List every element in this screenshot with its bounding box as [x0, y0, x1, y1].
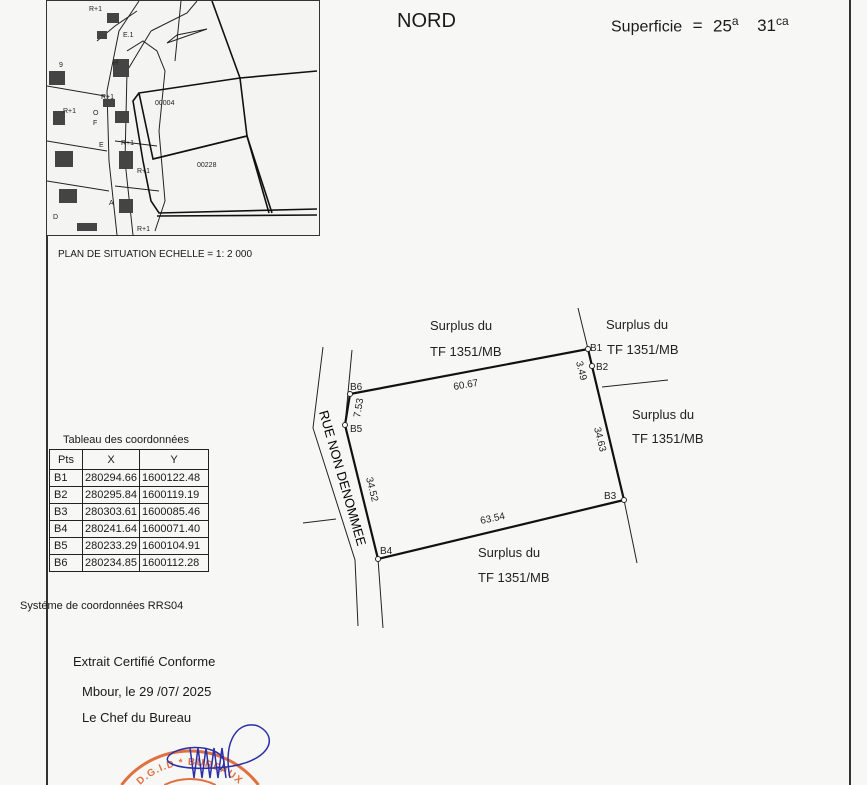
signature [166, 724, 270, 779]
page-border-left [46, 0, 48, 785]
coordinates-table-title: Tableau des coordonnées [63, 434, 189, 446]
neighbor-east-line2: TF 1351/MB [632, 431, 704, 446]
length-b1-b2: 3.49 [573, 360, 588, 382]
inset-label: A [109, 200, 114, 207]
cell-y: 1600122.48 [139, 469, 209, 487]
neighbor-south-line1: Surplus du [478, 545, 540, 560]
point-b2-marker [589, 363, 595, 369]
certification-place-date: Mbour, le 29 /07/ 2025 [82, 684, 212, 699]
column-header: X [82, 449, 140, 470]
column-header: Pts [49, 449, 83, 470]
point-b5-marker [342, 422, 348, 428]
neighbor-line [623, 499, 638, 564]
cell-x: 280241.64 [82, 520, 140, 538]
coordinate-system: Systéme de coordonnées RRS04 [20, 600, 184, 612]
neighbor-line [577, 307, 589, 350]
inset-label: E.1 [123, 32, 134, 39]
neighbor-northeast-line1: Surplus du [606, 317, 668, 332]
north-label: NORD [397, 10, 456, 32]
area-centiares: 31 [757, 16, 776, 36]
area-equals: = [692, 16, 703, 36]
point-b6-marker [347, 391, 353, 397]
cell-x: 280295.84 [82, 486, 140, 504]
certification-title: Extrait Certifié Conforme [73, 654, 216, 669]
length-b6-b1: 60.67 [453, 378, 480, 393]
cell-point: B5 [49, 537, 83, 555]
inset-parcel-label: 00228 [197, 162, 217, 169]
cell-y: 1600119.19 [139, 486, 209, 504]
area-centiares-unit: ca [775, 14, 789, 28]
road-edge-left [312, 346, 359, 627]
inset-label: R+1 [101, 94, 114, 101]
point-b3-marker [621, 497, 627, 503]
length-b2-b3: 34.63 [591, 426, 608, 453]
inset-label: H [113, 60, 118, 67]
inset-parcel-label: 00004 [155, 100, 175, 107]
point-b1-marker [585, 346, 591, 352]
cell-y: 1600112.28 [139, 554, 209, 572]
length-b4-b5: 34.52 [363, 476, 380, 503]
neighbor-east-line1: Surplus du [632, 407, 694, 422]
cell-y: 1600071.40 [139, 520, 209, 538]
length-b5-b6: 7.53 [352, 397, 366, 419]
cell-x: 280234.85 [82, 554, 140, 572]
cell-y: 1600085.46 [139, 503, 209, 521]
neighbor-north-line2: TF 1351/MB [430, 344, 502, 359]
cell-point: B4 [49, 520, 83, 538]
inset-label: E [99, 142, 104, 149]
situation-map-caption: PLAN DE SITUATION ECHELLE = 1: 2 000 [46, 236, 320, 268]
inset-label: D [53, 214, 58, 221]
length-b3-b4: 63.54 [479, 511, 506, 527]
cell-point: B3 [49, 503, 83, 521]
cell-x: 280294.66 [82, 469, 140, 487]
cell-point: B6 [49, 554, 83, 572]
inset-label: O [93, 110, 99, 117]
area-superficie: Superficie = 25a 31ca [611, 14, 789, 36]
neighbor-northeast-line2: TF 1351/MB [607, 342, 679, 357]
inset-label: R+1 [137, 226, 150, 233]
point-label-b5: B5 [350, 424, 363, 435]
neighbor-south-line2: TF 1351/MB [478, 570, 550, 585]
inset-label: 9 [59, 62, 63, 69]
inset-label: R+1 [63, 108, 76, 115]
table-header-row: Pts X Y [49, 449, 209, 470]
point-label-b1: B1 [590, 343, 603, 354]
situation-map: 00004 00228 R+1 E.1 H 9 R+1 R+1 O F E R+… [46, 0, 320, 236]
point-label-b4: B4 [380, 546, 393, 557]
point-label-b2: B2 [596, 362, 609, 373]
area-label: Superficie [611, 18, 683, 36]
inset-label: R+1 [121, 140, 134, 147]
area-ares-unit: a [731, 14, 739, 28]
point-label-b6: B6 [350, 382, 363, 393]
neighbor-line [302, 518, 337, 524]
cell-point: B1 [49, 469, 83, 487]
point-b4-marker [375, 556, 381, 562]
column-header: Y [139, 449, 209, 470]
neighbor-line [601, 379, 669, 388]
area-ares: 25 [713, 16, 732, 36]
point-label-b3: B3 [604, 491, 617, 502]
cell-point: B2 [49, 486, 83, 504]
inset-label: R+1 [137, 168, 150, 175]
neighbor-north-line1: Surplus du [430, 318, 492, 333]
cell-x: 280303.61 [82, 503, 140, 521]
cell-x: 280233.29 [82, 537, 140, 555]
inset-label: R+1 [89, 6, 102, 13]
official-stamp: D.G.I.D * BUREAUX DE MBOUR [90, 712, 270, 785]
inset-label: F [93, 120, 97, 127]
certification-signatory: Le Chef du Bureau [82, 710, 192, 725]
cell-y: 1600104.91 [139, 537, 209, 555]
page-border-right [849, 0, 851, 785]
